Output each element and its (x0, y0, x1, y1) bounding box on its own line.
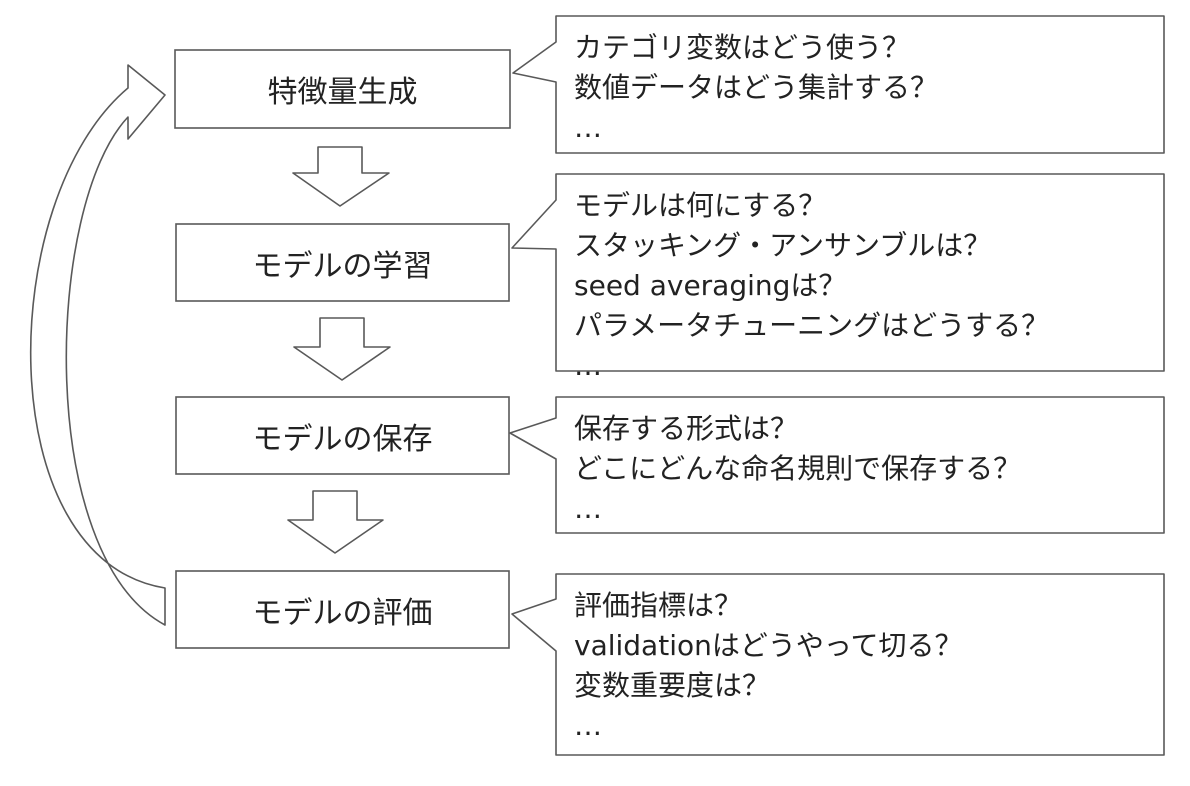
questions-model-training: モデルは何にする？ スタッキング・アンサンブルは？ seed averaging… (556, 174, 1164, 382)
step-box-model-saving (175, 396, 510, 475)
question-line: 変数重要度は？ (574, 669, 771, 702)
step-label: 特徴量生成 (267, 75, 418, 110)
callout-bubble-model-evaluation (511, 573, 1165, 756)
step-label: モデルの評価 (252, 595, 433, 631)
step-model-training: モデルの学習 (176, 224, 509, 301)
questions-model-saving: 保存する形式は？ どこにどんな命名規則で保存する？ … (556, 397, 1164, 533)
question-line: … (574, 111, 602, 144)
step-label: モデルの保存 (252, 421, 433, 457)
step-box-feature-generation (174, 49, 511, 129)
question-line: カテゴリ変数はどう使う？ (574, 31, 911, 64)
question-line: … (574, 709, 602, 742)
question-line: スタッキング・アンサンブルは？ (574, 229, 992, 262)
down-arrow-3 (287, 490, 384, 554)
step-box-model-training (175, 223, 510, 302)
step-feature-generation: 特徴量生成 (175, 50, 510, 128)
down-arrow-2 (293, 317, 391, 381)
step-model-saving: モデルの保存 (176, 397, 509, 474)
step-model-evaluation: モデルの評価 (176, 571, 509, 648)
loop-back-arrow (29, 64, 166, 626)
question-line: … (574, 492, 602, 525)
callout-bubble-feature-generation (512, 15, 1165, 154)
questions-feature-generation: カテゴリ変数はどう使う？ 数値データはどう集計する？ … (556, 16, 1164, 153)
question-line: パラメータチューニングはどうする？ (574, 309, 1050, 342)
question-line: seed averagingは？ (574, 269, 847, 302)
step-label: モデルの学習 (252, 248, 433, 284)
callout-bubble-model-training (511, 173, 1165, 372)
questions-model-evaluation: 評価指標は？ validationはどうやって切る？ 変数重要度は？ … (556, 574, 1164, 755)
question-line: 保存する形式は？ (574, 412, 799, 445)
down-arrow-1 (292, 146, 390, 207)
callout-bubble-model-saving (509, 396, 1165, 534)
question-line: validationはどうやって切る？ (574, 629, 963, 662)
step-box-model-evaluation (175, 570, 510, 649)
question-line: モデルは何にする？ (574, 189, 827, 222)
question-line: … (574, 349, 602, 382)
question-line: 数値データはどう集計する？ (574, 71, 939, 104)
question-line: 評価指標は？ (574, 589, 743, 622)
question-line: どこにどんな命名規則で保存する？ (574, 452, 1022, 485)
